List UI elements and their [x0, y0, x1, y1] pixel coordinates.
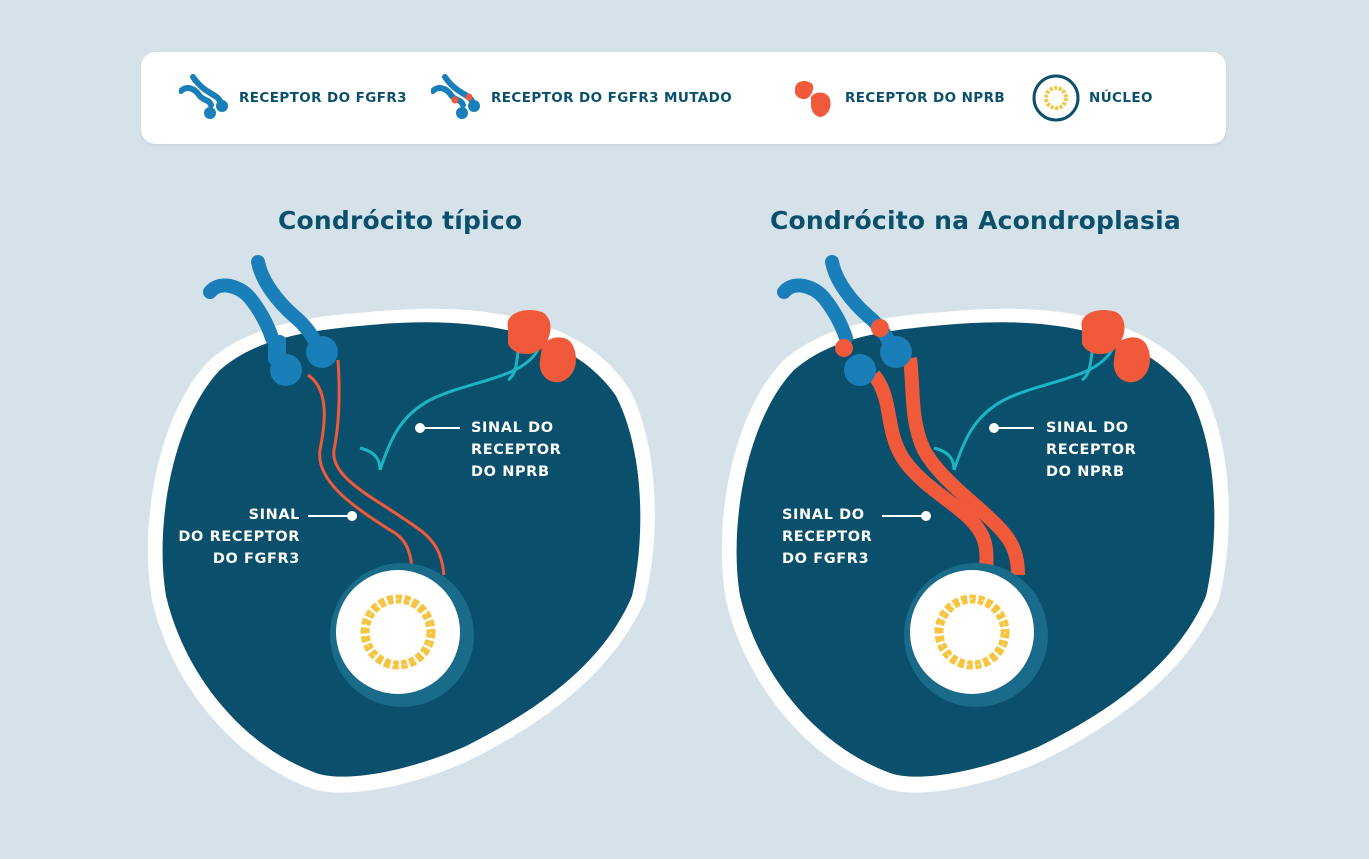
legend-label-nucleus: NÚCLEO [1089, 90, 1153, 106]
nprb-signal-label-achondroplasia: SINAL DO RECEPTOR DO NPRB [1046, 420, 1137, 480]
panel-title-achondroplasia: Condrócito na Acondroplasia [770, 206, 1181, 235]
fgfr3-signal-thick [868, 370, 994, 576]
legend-label-fgfr3: RECEPTOR DO FGFR3 [239, 90, 407, 106]
cell-body [162, 322, 641, 777]
achondroplasia-chondrocyte-diagram [721, 255, 1229, 793]
typical-chondrocyte-diagram [147, 255, 655, 793]
fgfr3-receptor [203, 255, 338, 386]
panel-title-typical: Condrócito típico [278, 206, 523, 235]
nucleus [904, 563, 1048, 707]
nucleus [330, 563, 474, 707]
nprb-signal-label-typical: SINAL DO RECEPTOR DO NPRB [471, 420, 562, 480]
fgfr3-signal-thick-2 [903, 357, 1025, 576]
legend-label-mutated-fgfr3: RECEPTOR DO FGFR3 MUTADO [491, 90, 733, 106]
cell-body [736, 322, 1215, 777]
fgfr3-signal-label-achondroplasia: SINAL DO RECEPTOR DO FGFR3 [782, 507, 873, 567]
nprb-receptor [1081, 309, 1150, 383]
fgfr3-signal-line [307, 373, 414, 576]
nprb-receptor-icon [795, 81, 831, 117]
legend: RECEPTOR DO FGFR3 RECEPTOR DO FGFR3 MUTA… [141, 52, 1226, 144]
fgfr3-signal-line-2 [332, 359, 446, 576]
legend-item-nprb: RECEPTOR DO NPRB [791, 52, 1005, 144]
legend-label-nprb: RECEPTOR DO NPRB [845, 90, 1006, 106]
legend-item-mutated-fgfr3: RECEPTOR DO FGFR3 MUTADO [431, 52, 732, 144]
mutated-fgfr3-receptor [777, 255, 912, 386]
legend-item-nucleus: NÚCLEO [1031, 52, 1153, 144]
nprb-receptor [507, 309, 576, 383]
legend-item-fgfr3: RECEPTOR DO FGFR3 [179, 52, 407, 144]
fgfr3-receptor-icon [179, 74, 228, 119]
mutated-fgfr3-receptor-icon [431, 74, 480, 119]
nucleus-icon [1032, 74, 1080, 122]
fgfr3-signal-label-typical: SINAL DO RECEPTOR DO FGFR3 [178, 507, 300, 567]
